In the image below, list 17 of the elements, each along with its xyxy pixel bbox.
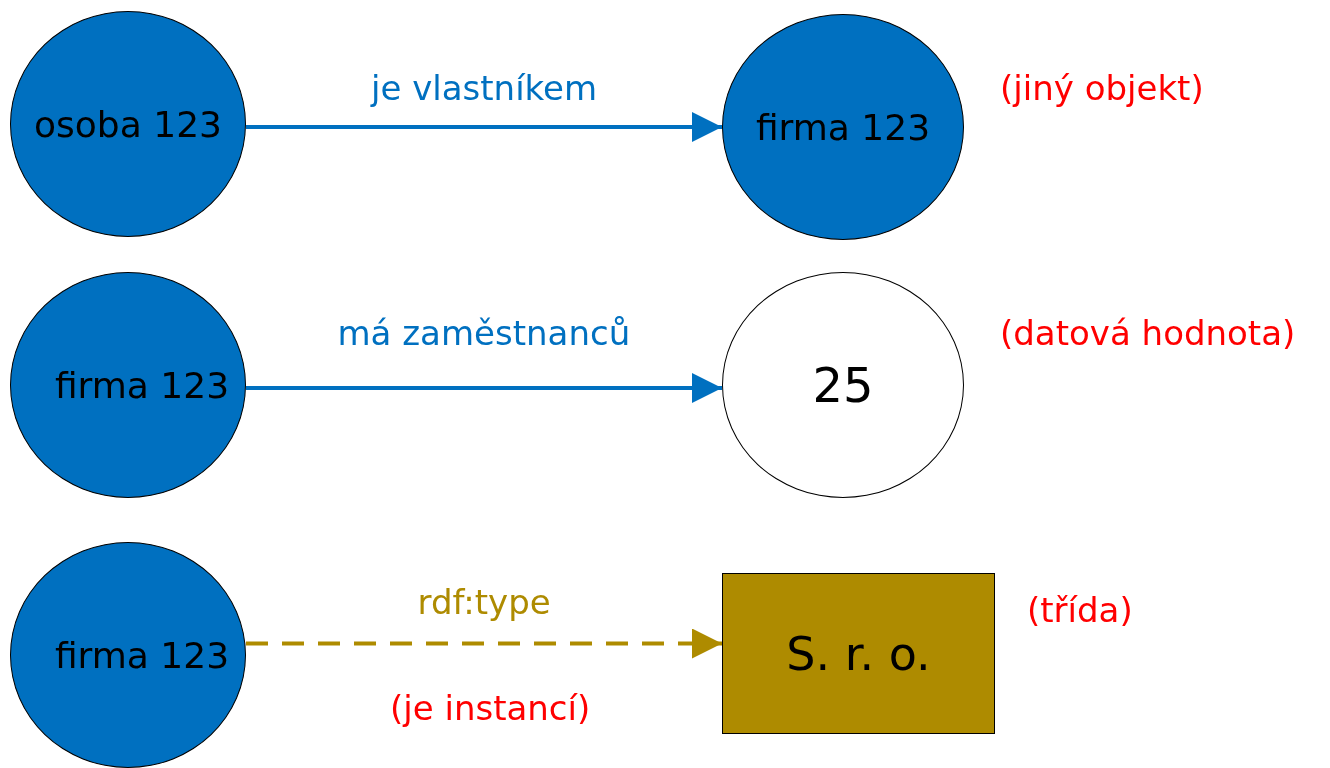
node-label: firma 123 bbox=[54, 634, 230, 676]
node-label: S. r. o. bbox=[786, 626, 931, 681]
note-text: (datová hodnota) bbox=[1000, 313, 1296, 353]
node-label: 25 bbox=[812, 357, 874, 413]
dashed-arrow bbox=[246, 628, 722, 659]
edge-label: má zaměstnanců bbox=[337, 313, 631, 353]
node-label: firma 123 bbox=[54, 364, 230, 406]
edge-label: rdf:type bbox=[417, 582, 551, 622]
node-label: firma 123 bbox=[755, 106, 931, 148]
node-label: osoba 123 bbox=[34, 103, 222, 145]
arrow bbox=[246, 112, 722, 142]
edge-label: je vlastníkem bbox=[371, 68, 598, 108]
note-text: (třída) bbox=[1027, 590, 1133, 630]
arrow bbox=[246, 373, 722, 403]
note-text: (je instancí) bbox=[390, 688, 591, 728]
class-box bbox=[722, 573, 995, 734]
note-text: (jiný objekt) bbox=[1000, 68, 1204, 108]
